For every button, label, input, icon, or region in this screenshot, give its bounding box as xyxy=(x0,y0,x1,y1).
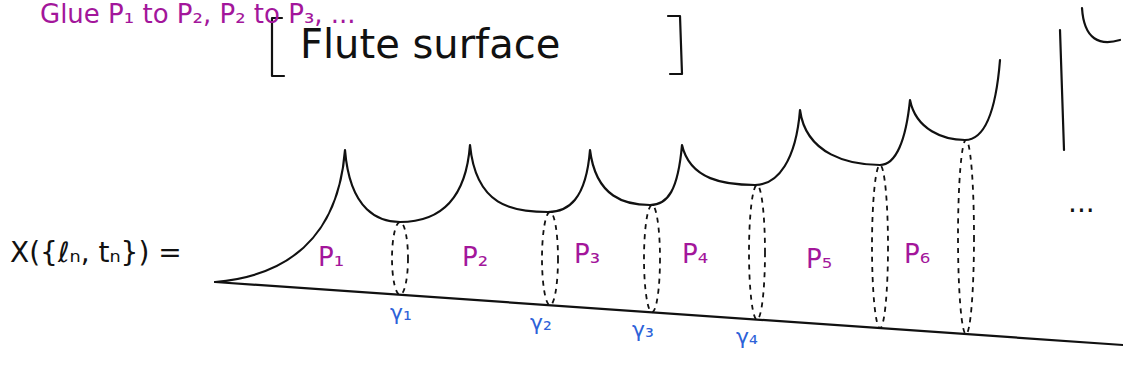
pants-label: P₁ xyxy=(318,243,344,272)
closed-geodesic xyxy=(392,222,408,295)
surface-edge xyxy=(1060,30,1064,150)
closed-geodesic xyxy=(872,165,888,328)
closed-geodesic xyxy=(749,185,765,320)
pants-label: P₆ xyxy=(904,240,930,269)
curve-label: γ₁ xyxy=(390,301,412,325)
closed-geodesic xyxy=(644,205,660,312)
closed-geodesic xyxy=(958,140,974,334)
closed-geodesic xyxy=(542,212,558,305)
pants-label: P₄ xyxy=(682,240,708,269)
ellipsis: ... xyxy=(1068,188,1095,219)
pants-label: P₅ xyxy=(806,245,832,274)
geodesics xyxy=(392,140,974,334)
right-bracket xyxy=(668,16,682,74)
curve-label: γ₄ xyxy=(736,325,758,349)
formula: X({ℓₙ, tₙ}) = xyxy=(10,238,182,269)
title-text: Flute surface xyxy=(300,22,560,66)
curve-label: γ₃ xyxy=(632,318,654,342)
surface-bottom xyxy=(215,282,1123,345)
next-cusp xyxy=(1082,8,1120,42)
pants-label: P₂ xyxy=(462,243,488,272)
pants-label: P₃ xyxy=(574,240,600,269)
curve-label: γ₂ xyxy=(530,311,552,335)
